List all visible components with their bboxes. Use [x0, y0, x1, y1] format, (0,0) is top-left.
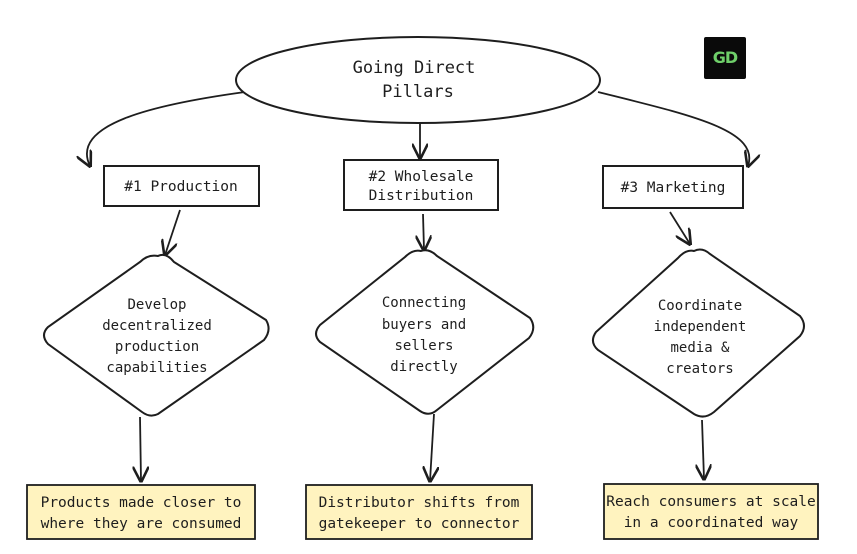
outcome-note [603, 483, 819, 540]
root-node: Going Direct Pillars [235, 36, 601, 124]
root-title-line-1: Going Direct [353, 58, 476, 78]
decision-line-4: creators [666, 361, 733, 377]
outcome-note [26, 484, 256, 540]
outcome-line-1: Products made closer to [41, 495, 242, 511]
decision-line-3: production [115, 339, 199, 355]
decision-diamond [43, 253, 270, 417]
decision-line-1: Develop [127, 297, 186, 313]
heading-box [602, 165, 744, 209]
gd-logo: GD [704, 37, 746, 79]
decision-line-2: independent [654, 319, 747, 335]
heading-to-decision-arrow [423, 213, 424, 250]
decision-diamond [592, 248, 805, 418]
heading-label: #1 Production [124, 179, 238, 195]
root-to-production-arrow [87, 91, 246, 166]
heading-box [103, 165, 260, 207]
decision-line-4: capabilities [106, 360, 207, 376]
decision-line-2: buyers and [382, 317, 466, 333]
gd-logo-text: GD [712, 48, 738, 67]
heading-box [343, 159, 499, 211]
root-title-line-2: Pillars [382, 82, 454, 102]
decision-to-outcome-arrow [140, 416, 141, 481]
heading-to-decision-arrow [165, 209, 181, 255]
decision-line-4: directly [390, 359, 457, 375]
outcome-line-2: where they are consumed [41, 516, 242, 532]
decision-to-outcome-arrow [702, 419, 704, 479]
decision-line-3: media & [670, 340, 730, 356]
root-to-marketing-arrow [597, 91, 749, 166]
decision-line-1: Coordinate [658, 298, 742, 314]
outcome-line-2: in a coordinated way [624, 515, 799, 531]
pillar-production: #1 Production Develop decentralized prod… [26, 165, 270, 540]
outcome-line-1: Distributor shifts from [319, 495, 520, 511]
outcome-line-2: gatekeeper to connector [319, 516, 520, 532]
decision-to-outcome-arrow [430, 413, 434, 481]
heading-label-line-1: #2 Wholesale [369, 169, 474, 185]
heading-label-line-2: Distribution [369, 188, 474, 204]
decision-line-1: Connecting [382, 295, 466, 311]
outcome-line-1: Reach consumers at scale [606, 494, 816, 510]
heading-label: #3 Marketing [621, 180, 726, 196]
pillar-marketing: #3 Marketing Coordinate independent medi… [592, 165, 819, 540]
decision-line-2: decentralized [102, 318, 212, 334]
decision-diamond [315, 249, 535, 415]
outcome-note [305, 484, 533, 540]
pillar-wholesale-distribution: #2 Wholesale Distribution Connecting buy… [305, 159, 535, 540]
heading-to-decision-arrow [669, 211, 690, 244]
decision-line-3: sellers [394, 338, 453, 354]
